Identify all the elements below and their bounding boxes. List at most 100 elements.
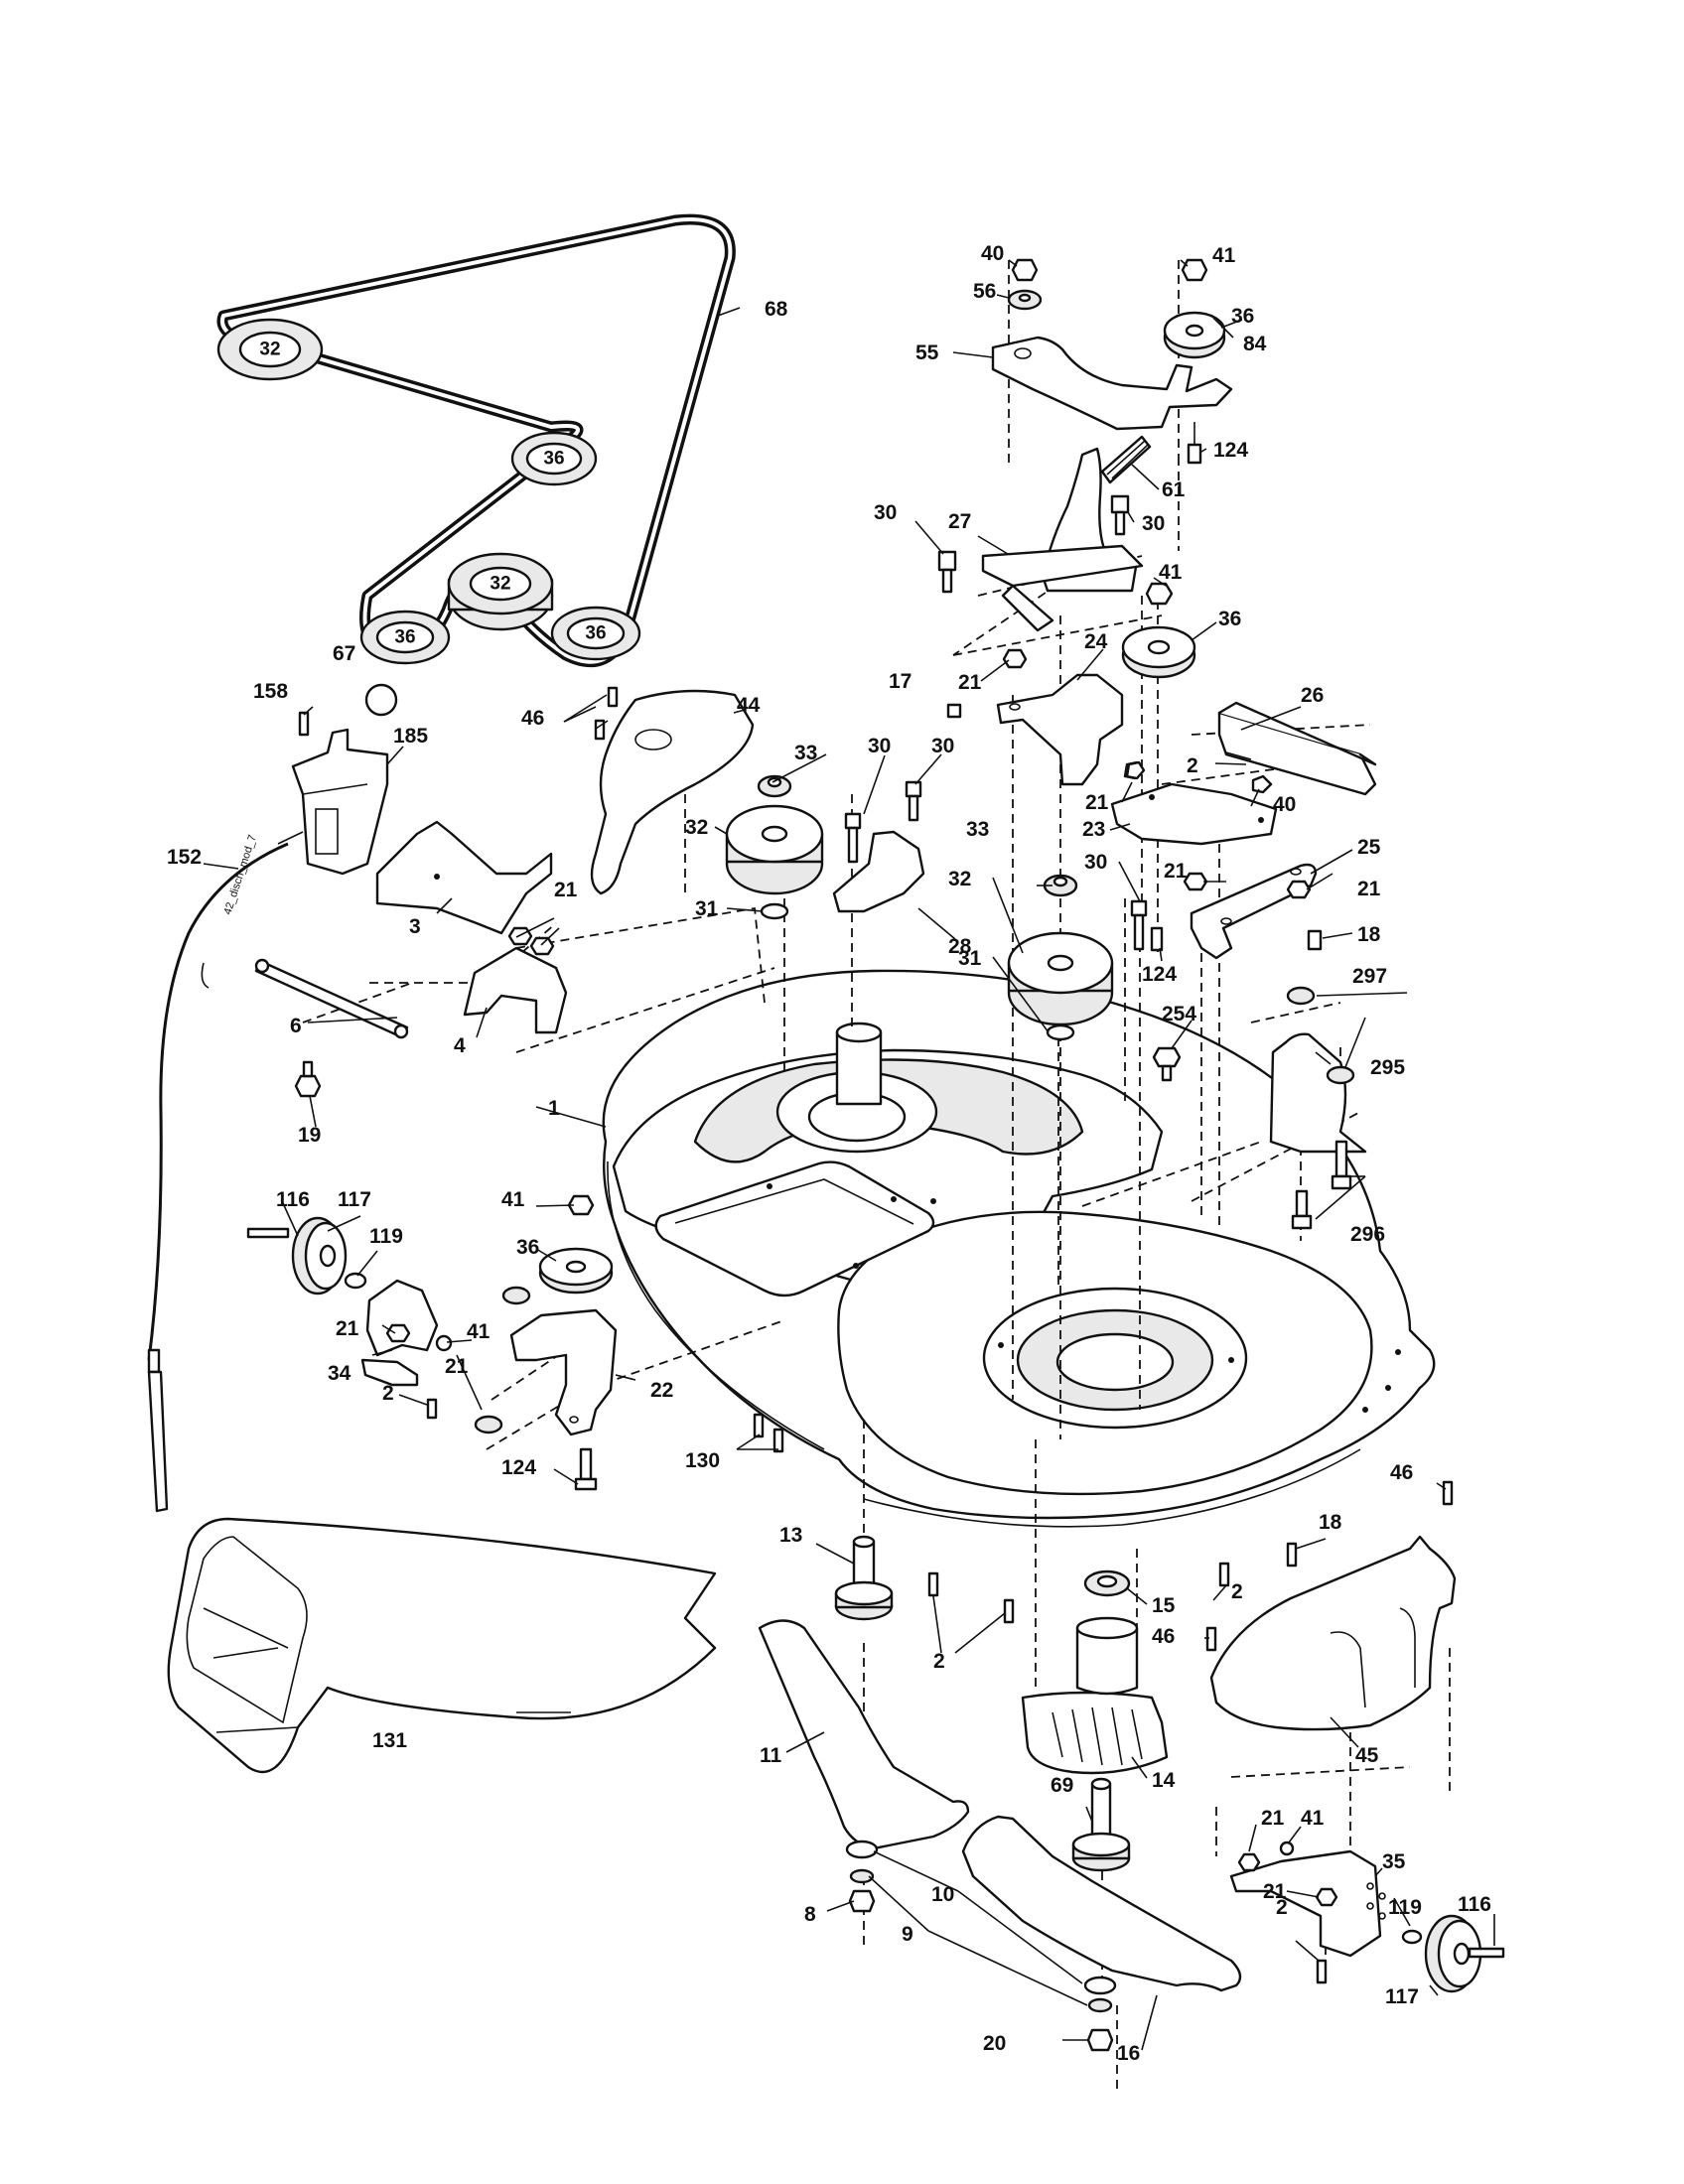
callout-26: 26 bbox=[1301, 684, 1324, 707]
bolt-296-right bbox=[1331, 1140, 1352, 1190]
callout-67: 67 bbox=[333, 642, 355, 665]
callout-124: 124 bbox=[501, 1456, 536, 1479]
screw-158 bbox=[298, 711, 310, 737]
callout-11: 11 bbox=[760, 1744, 782, 1767]
bracket-23 bbox=[1110, 782, 1278, 846]
bolt-20 bbox=[1086, 2028, 1114, 2052]
washer-9-right bbox=[1087, 1997, 1113, 2013]
callout-116: 116 bbox=[1458, 1893, 1491, 1916]
nut-21-25-left bbox=[1183, 872, 1208, 891]
callout-18: 18 bbox=[1319, 1511, 1342, 1534]
bolt-19 bbox=[294, 1060, 322, 1098]
callout-295: 295 bbox=[1370, 1056, 1405, 1079]
callout-117: 117 bbox=[338, 1188, 371, 1211]
callout-31: 31 bbox=[695, 897, 719, 920]
callout-6: 6 bbox=[290, 1015, 302, 1037]
callout-15: 15 bbox=[1152, 1594, 1176, 1617]
callout-119: 119 bbox=[1388, 1896, 1422, 1919]
callout-28: 28 bbox=[948, 935, 972, 958]
bracket-26 bbox=[1217, 701, 1377, 796]
blade-11 bbox=[758, 1619, 970, 1850]
idler-arm-27 bbox=[981, 447, 1144, 632]
callout-1: 1 bbox=[548, 1097, 560, 1120]
callout-14: 14 bbox=[1152, 1769, 1176, 1792]
callout-130: 130 bbox=[685, 1449, 720, 1472]
bolt-30-right bbox=[1130, 899, 1148, 951]
bolt-30-27 bbox=[937, 550, 957, 594]
bracket-28 bbox=[832, 830, 925, 913]
callout-45: 45 bbox=[1355, 1744, 1379, 1767]
callout-185: 185 bbox=[393, 725, 428, 748]
callout-21: 21 bbox=[554, 879, 578, 901]
callout-124: 124 bbox=[1213, 439, 1248, 462]
spindle-69 bbox=[1071, 1777, 1131, 1872]
callout-21: 21 bbox=[1164, 860, 1188, 883]
drive-belt-assembly: 32 36 32 36 36 bbox=[216, 213, 736, 668]
callout-46: 46 bbox=[521, 707, 544, 730]
callout-36: 36 bbox=[1231, 305, 1254, 328]
bolt-46-bottom-a bbox=[1205, 1626, 1217, 1652]
callout-9: 9 bbox=[902, 1923, 913, 1946]
chute-bracket-44 bbox=[590, 689, 755, 895]
callout-158: 158 bbox=[253, 680, 288, 703]
belt-pulley-label: 32 bbox=[490, 574, 510, 595]
callout-4: 4 bbox=[454, 1034, 466, 1057]
washer-10-left bbox=[845, 1840, 879, 1859]
callout-2: 2 bbox=[1276, 1896, 1288, 1919]
belt-pulley-label: 36 bbox=[394, 627, 415, 648]
wheel-assembly-right bbox=[1229, 1841, 1505, 1993]
belt-pulley-36-left-bottom: 36 bbox=[359, 610, 451, 665]
callout-131: 131 bbox=[372, 1729, 407, 1752]
callout-21: 21 bbox=[1263, 1880, 1287, 1903]
cable-note: 42_disch_mod_7 bbox=[221, 834, 258, 916]
bracket-3 bbox=[375, 820, 553, 935]
arm-25 bbox=[1190, 863, 1318, 960]
bolt-30-top-right bbox=[1110, 494, 1130, 536]
callout-27: 27 bbox=[948, 510, 971, 533]
washer-33-left bbox=[757, 774, 792, 798]
callout-40: 40 bbox=[981, 242, 1004, 265]
belt-pulley-32-center: 32 bbox=[447, 552, 554, 631]
callout-32: 32 bbox=[948, 868, 971, 890]
callout-36: 36 bbox=[516, 1236, 539, 1259]
bolt-2-26 bbox=[1225, 751, 1252, 760]
idler-bracket-55 bbox=[991, 336, 1233, 431]
callout-297: 297 bbox=[1352, 965, 1387, 988]
pulley-32-right bbox=[1007, 931, 1114, 1026]
mower-deck-shell bbox=[602, 969, 1436, 1528]
callout-46: 46 bbox=[1390, 1461, 1413, 1484]
callout-22: 22 bbox=[650, 1379, 673, 1402]
callout-17: 17 bbox=[889, 670, 912, 693]
callout-23: 23 bbox=[1082, 818, 1105, 841]
bracket-22 bbox=[509, 1308, 618, 1436]
callout-21: 21 bbox=[1357, 878, 1381, 900]
bolt-30-28-right bbox=[905, 780, 922, 822]
belt-pulley-36-right-bottom: 36 bbox=[550, 606, 641, 661]
callout-41: 41 bbox=[1212, 244, 1236, 267]
washer-56 bbox=[1007, 289, 1043, 311]
callout-18: 18 bbox=[1357, 923, 1381, 946]
callout-32: 32 bbox=[685, 816, 708, 839]
spindle-13 bbox=[834, 1535, 894, 1621]
callout-36: 36 bbox=[1218, 608, 1241, 630]
callout-25: 25 bbox=[1357, 836, 1381, 859]
callout-20: 20 bbox=[983, 2032, 1006, 2055]
bolt-46-44-b bbox=[594, 719, 606, 741]
pulley-36-top bbox=[1163, 311, 1226, 359]
callout-21: 21 bbox=[445, 1355, 469, 1378]
washer-9-left bbox=[849, 1868, 875, 1884]
callout-13: 13 bbox=[779, 1524, 802, 1547]
callout-30: 30 bbox=[931, 735, 954, 757]
bolt-124-22 bbox=[574, 1447, 598, 1491]
bracket-185 bbox=[291, 728, 389, 876]
nut-297-left bbox=[1286, 986, 1316, 1006]
washer-21-22-bottom bbox=[474, 1415, 503, 1434]
blade-16 bbox=[961, 1815, 1242, 1992]
callout-61: 61 bbox=[1162, 478, 1186, 501]
bolt-17 bbox=[946, 703, 962, 719]
nut-21-top bbox=[1002, 648, 1028, 669]
discharge-chute-131 bbox=[167, 1517, 717, 1774]
callout-41: 41 bbox=[467, 1320, 491, 1343]
callout-40: 40 bbox=[1273, 793, 1296, 816]
